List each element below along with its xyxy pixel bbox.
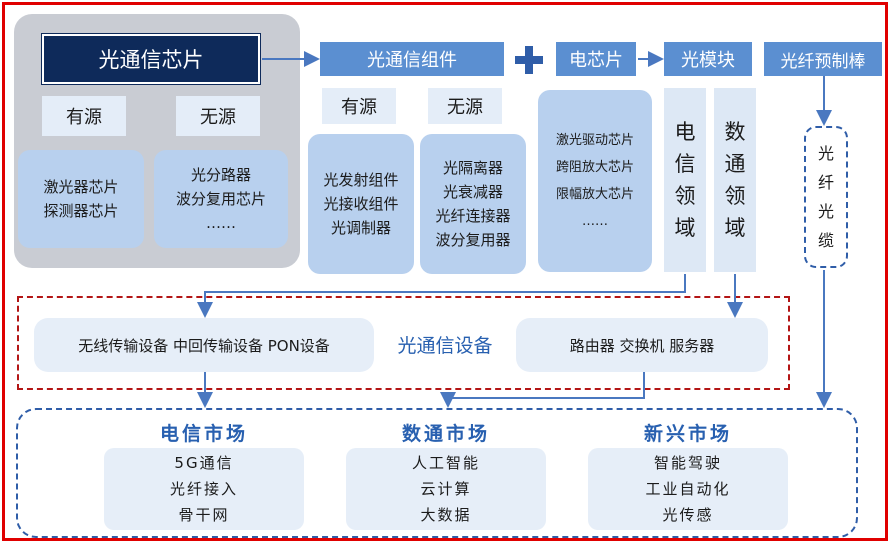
telecom-domain-box: 电 信 领 域 [664, 88, 706, 272]
chip-active-list: 激光器芯片 探测器芯片 [18, 150, 144, 248]
vertical-char: 光 [817, 144, 834, 163]
component-passive-list: 光隔离器 光衰减器 光纤连接器 波分复用器 [420, 134, 526, 274]
datacom-domain-box: 数 通 领 域 [714, 88, 756, 272]
market-frame [16, 408, 858, 538]
list-item: 光衰减器 [442, 183, 503, 201]
electric-chip-title: 电芯片 [556, 42, 636, 76]
preform-title: 光纤预制棒 [764, 42, 882, 76]
equipment-frame [17, 296, 790, 390]
component-active-label: 有源 [322, 88, 396, 124]
chip-active-label: 有源 [42, 96, 126, 136]
vertical-char: 领 [724, 184, 746, 208]
vertical-char: 领 [674, 184, 696, 208]
list-item: 光接收组件 [323, 195, 399, 213]
chip-group-title: 光通信芯片 [42, 34, 260, 84]
list-item: 光调制器 [330, 219, 391, 237]
component-passive-label: 无源 [428, 88, 502, 124]
list-item: 探测器芯片 [43, 202, 119, 220]
equipment-title: 光通信设备 [397, 334, 493, 357]
vertical-char: 纤 [817, 173, 834, 192]
list-item: 光传感 [662, 506, 714, 524]
module-title: 光模块 [664, 42, 752, 76]
list-item: 激光驱动芯片 [555, 133, 634, 148]
arrow-equipment-to-datacom [440, 372, 645, 408]
list-item: 智能驾驶 [653, 454, 722, 472]
list-item: 波分复用芯片 [175, 190, 266, 208]
market-title-datacom: 数通市场 [401, 422, 490, 445]
list-item: 5G通信 [174, 454, 234, 472]
list-item: 限幅放大芯片 [555, 187, 634, 202]
market-box-datacom: 人工智能 云计算 大数据 [346, 448, 546, 530]
vertical-char: 域 [674, 216, 696, 240]
vertical-char: 光 [817, 202, 834, 221]
vertical-char: 通 [724, 152, 746, 176]
list-item: 光纤接入 [169, 480, 238, 498]
list-item: 大数据 [420, 506, 472, 524]
list-item: 激光器芯片 [43, 178, 119, 196]
market-title-telecom: 电信市场 [159, 422, 248, 445]
vertical-char: 电 [674, 120, 696, 144]
equipment-left-box: 无线传输设备 中回传输设备 PON设备 [34, 318, 374, 372]
list-item: 光发射组件 [323, 171, 399, 189]
list-item: 波分复用器 [435, 231, 511, 249]
vertical-char: 信 [674, 152, 696, 176]
list-item: 光分路器 [190, 166, 251, 184]
list-item: 光隔离器 [442, 159, 503, 177]
chip-passive-label: 无源 [176, 96, 260, 136]
list-item: …… [206, 214, 236, 232]
list-item: 工业自动化 [645, 480, 731, 498]
plus-icon [515, 46, 543, 74]
chip-passive-list: 光分路器 波分复用芯片 …… [154, 150, 288, 248]
list-item: 跨阻放大芯片 [555, 160, 634, 175]
fiber-cable-box: 光 纤 光 缆 [804, 126, 848, 268]
component-active-list: 光发射组件 光接收组件 光调制器 [308, 134, 414, 274]
market-box-telecom: 5G通信 光纤接入 骨干网 [104, 448, 304, 530]
component-title: 光通信组件 [320, 42, 504, 76]
equipment-right-box: 路由器 交换机 服务器 [516, 318, 768, 372]
market-title-emerging: 新兴市场 [643, 422, 732, 445]
list-item: 人工智能 [411, 454, 480, 472]
vertical-char: 数 [724, 120, 746, 144]
outer-frame [2, 2, 888, 541]
arrow-telecom-to-equipment [197, 274, 686, 318]
list-item: 骨干网 [178, 506, 230, 524]
vertical-char: 缆 [817, 231, 834, 250]
list-item: 光纤连接器 [435, 207, 511, 225]
vertical-char: 域 [724, 216, 746, 240]
market-box-emerging: 智能驾驶 工业自动化 光传感 [588, 448, 788, 530]
list-item: 云计算 [420, 480, 472, 498]
electric-chip-list: 激光驱动芯片 跨阻放大芯片 限幅放大芯片 …… [538, 90, 652, 272]
list-item: …… [582, 214, 608, 229]
